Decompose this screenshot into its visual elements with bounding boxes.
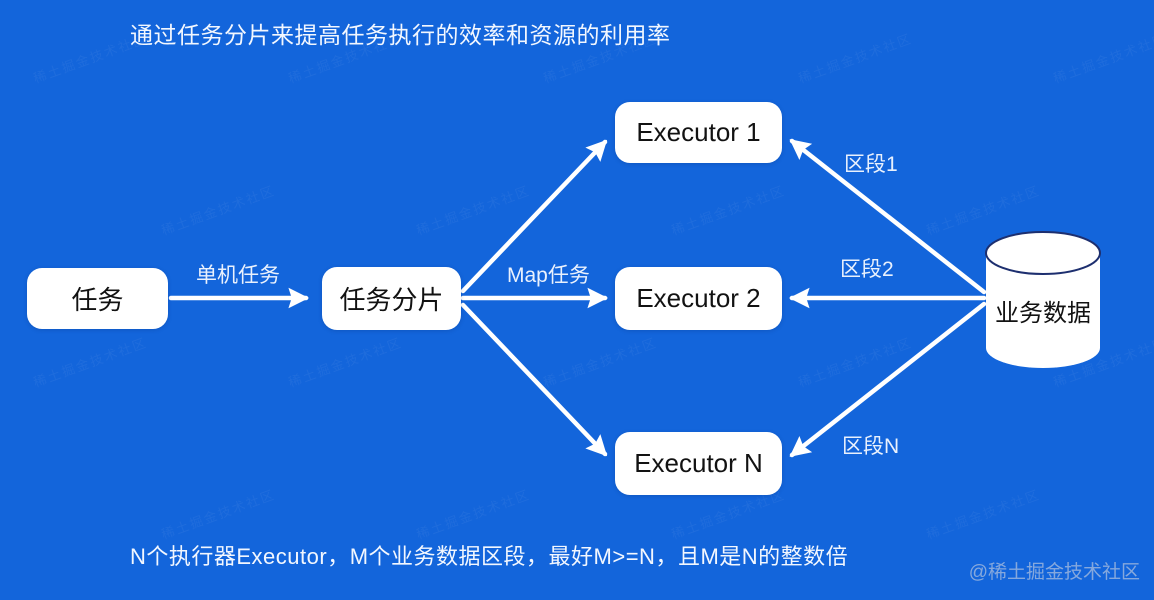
edge-label-segment-n: 区段N (842, 435, 900, 458)
background-watermark-text: 稀土掘金技术社区 (286, 334, 405, 391)
background-watermark-text: 稀土掘金技术社区 (414, 486, 533, 543)
background-watermark-text: 稀土掘金技术社区 (669, 182, 788, 239)
database-cylinder-icon (985, 231, 1101, 368)
node-task: 任务 (27, 268, 168, 329)
background-watermark-text: 稀土掘金技术社区 (1051, 30, 1154, 87)
node-executor-n: Executor N (615, 432, 782, 495)
background-watermark-text: 稀土掘金技术社区 (31, 334, 150, 391)
node-executor-1: Executor 1 (615, 102, 782, 163)
background-watermark-text: 稀土掘金技术社区 (159, 182, 278, 239)
diagram-title: 通过任务分片来提高任务执行的效率和资源的利用率 (130, 22, 671, 48)
edge-label-segment-1: 区段1 (844, 153, 898, 176)
node-business-data: 业务数据 (995, 300, 1091, 327)
edge-label-single-machine-task: 单机任务 (196, 264, 280, 287)
diagram-footnote: N个执行器Executor，M个业务数据区段，最好M>=N，且M是N的整数倍 (130, 544, 849, 569)
background-watermark-text: 稀土掘金技术社区 (159, 486, 278, 543)
background-watermark-text: 稀土掘金技术社区 (541, 334, 660, 391)
node-task-shard: 任务分片 (322, 267, 461, 330)
arrow-shard-to-executor-n (460, 302, 608, 457)
background-watermark-text: 稀土掘金技术社区 (924, 486, 1043, 543)
background-watermark-text: 稀土掘金技术社区 (796, 30, 915, 87)
background-watermark-text: 稀土掘金技术社区 (796, 334, 915, 391)
community-watermark: @稀土掘金技术社区 (968, 562, 1140, 583)
edge-label-segment-2: 区段2 (840, 258, 894, 281)
node-executor-2: Executor 2 (615, 267, 782, 330)
edge-label-map-task: Map任务 (507, 264, 590, 287)
background-watermark-text: 稀土掘金技术社区 (414, 182, 533, 239)
